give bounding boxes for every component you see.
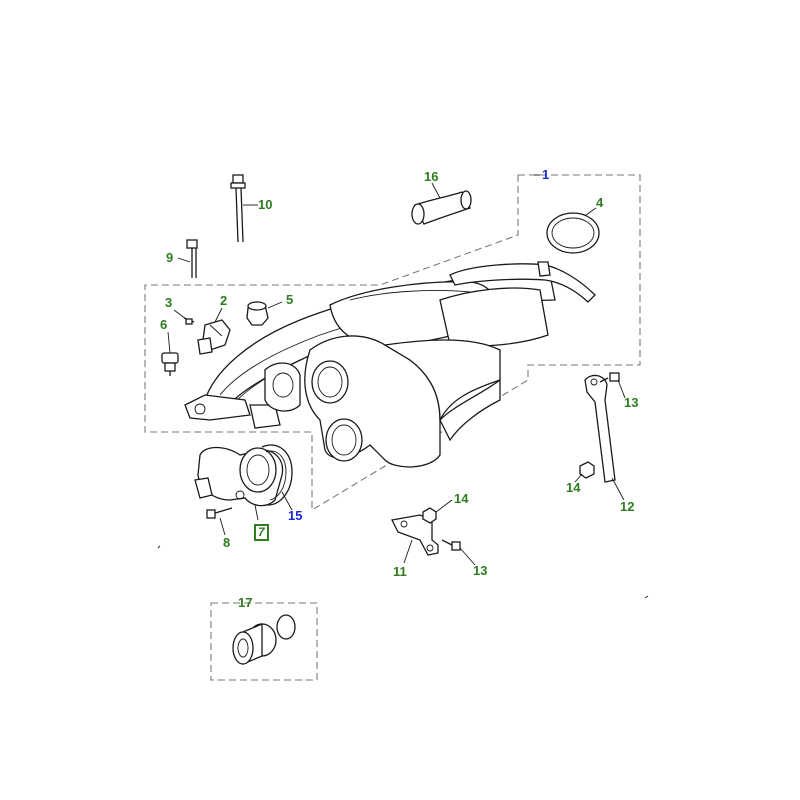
hose-16[interactable] [411,190,472,225]
callout-17[interactable]: 17 [238,595,253,610]
callout-15[interactable]: 15 [288,508,303,523]
assembly-boundary-17 [210,602,318,681]
assembly-boundary-1 [144,174,641,511]
callout-6[interactable]: 6 [160,317,168,332]
intake-manifest[interactable] [184,261,596,468]
elbow-17[interactable] [232,623,277,665]
leader-lines [167,174,626,566]
callout-4[interactable]: 4 [596,195,604,210]
support-strap-12[interactable] [584,374,616,483]
callout-12[interactable]: 12 [620,499,635,514]
callout-9[interactable]: 9 [166,250,174,265]
tick-mark [157,545,161,549]
grommet-5[interactable] [246,301,269,326]
callout-13-lower[interactable]: 13 [473,563,488,578]
o-ring-seal-4[interactable] [546,212,600,254]
seal-17[interactable] [276,614,296,640]
bolt-13-upper[interactable] [599,372,620,383]
map-sensor[interactable] [197,319,231,355]
callout-2[interactable]: 2 [220,293,228,308]
bolt-13-lower[interactable] [441,539,461,551]
nut-14-right[interactable] [579,461,595,479]
gasket-15[interactable] [261,444,293,506]
callout-16[interactable]: 16 [424,169,439,184]
callout-13-upper[interactable]: 13 [624,395,639,410]
throttle-body[interactable] [194,446,284,507]
tick-mark [644,595,649,599]
callout-3[interactable]: 3 [165,295,173,310]
stud-10[interactable] [230,174,246,243]
sensor-6[interactable] [161,352,179,376]
callout-1[interactable]: 1 [542,167,550,182]
callout-10[interactable]: 10 [258,197,273,212]
callout-5[interactable]: 5 [286,292,294,307]
callout-7[interactable]: 7 [254,524,269,541]
callout-14-right[interactable]: 14 [566,480,581,495]
callout-11[interactable]: 11 [393,564,407,579]
bolt-9[interactable] [186,239,198,278]
callout-14-lower[interactable]: 14 [454,491,469,506]
bolt-8[interactable] [206,507,233,519]
callout-8[interactable]: 8 [223,535,231,550]
nut-14-lower[interactable] [422,507,437,524]
